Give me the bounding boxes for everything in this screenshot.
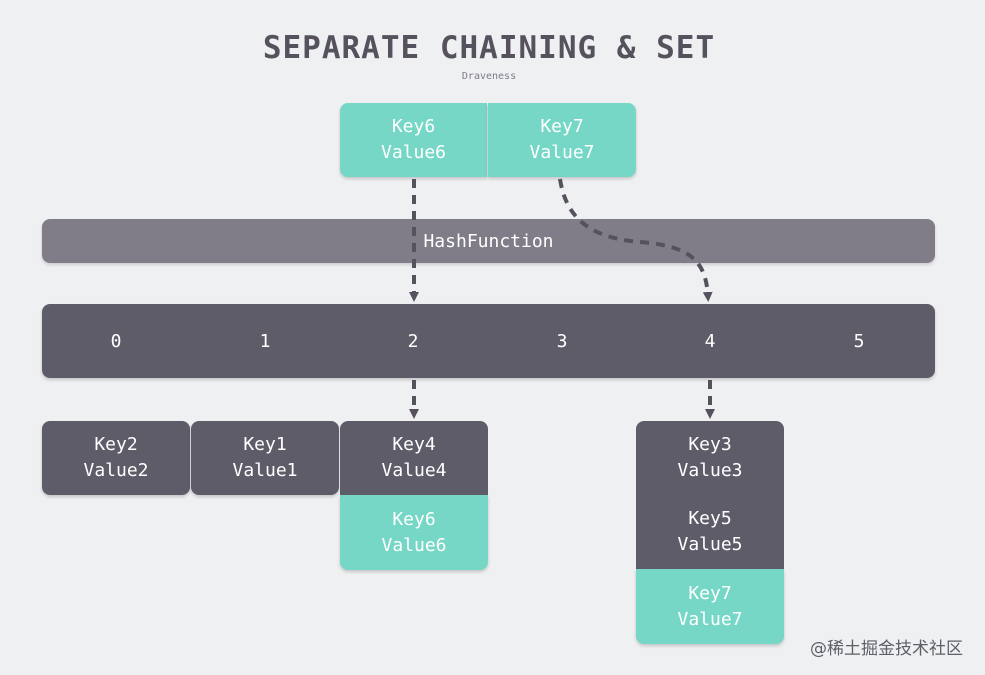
entry-value: Value6 [381, 534, 447, 556]
chain-node-key7: Key7 Value7 [636, 569, 784, 644]
entry-key: Key6 [392, 508, 436, 530]
incoming-entry-key6: Key6 Value6 [340, 103, 487, 177]
bucket-index-0: 0 [110, 330, 122, 352]
entry-key: Key2 [94, 434, 138, 455]
entry-value: Value2 [83, 460, 149, 481]
bucket-index-2: 2 [407, 330, 419, 352]
entry-value: Value7 [677, 608, 743, 630]
entry-value: Value4 [381, 460, 447, 481]
entry-key: Key6 [391, 116, 436, 137]
chain-node-key6: Key6 Value6 [340, 495, 488, 570]
bucket-index-1: 1 [259, 330, 271, 352]
chain-node-key1: Key1 Value1 [191, 421, 339, 495]
entry-key: Key3 [688, 434, 732, 455]
entry-key: Key7 [688, 582, 732, 604]
entry-value: Value5 [677, 534, 743, 555]
diagram-subtitle: Draveness [461, 71, 517, 82]
chain-node-key5: Key5 Value5 [636, 495, 784, 569]
entry-value: Value7 [529, 142, 595, 163]
bucket-index-3: 3 [556, 330, 568, 352]
entry-key: Key7 [540, 116, 584, 137]
chain-node-key3: Key3 Value3 [636, 421, 784, 495]
entry-value: Value1 [232, 460, 298, 481]
diagram-title: SEPARATE CHAINING & SET [262, 30, 716, 66]
entry-key: Key4 [392, 434, 436, 455]
hash-function-bar: HashFunction [42, 219, 935, 263]
bucket-index-4: 4 [704, 330, 716, 352]
entry-value: Value3 [677, 460, 743, 481]
entry-key: Key1 [243, 434, 287, 455]
bucket-array: 0 1 2 3 4 5 [42, 304, 935, 378]
entry-key: Key5 [688, 508, 732, 529]
watermark: @稀土掘金技术社区 [810, 639, 963, 659]
chain-node-key4: Key4 Value4 [340, 421, 488, 495]
incoming-entry-key7: Key7 Value7 [488, 103, 636, 177]
entry-value: Value6 [380, 142, 447, 163]
chain-node-key2: Key2 Value2 [42, 421, 190, 495]
arrow-key7-to-bucket-4 [558, 178, 713, 302]
bucket-index-5: 5 [853, 330, 865, 352]
